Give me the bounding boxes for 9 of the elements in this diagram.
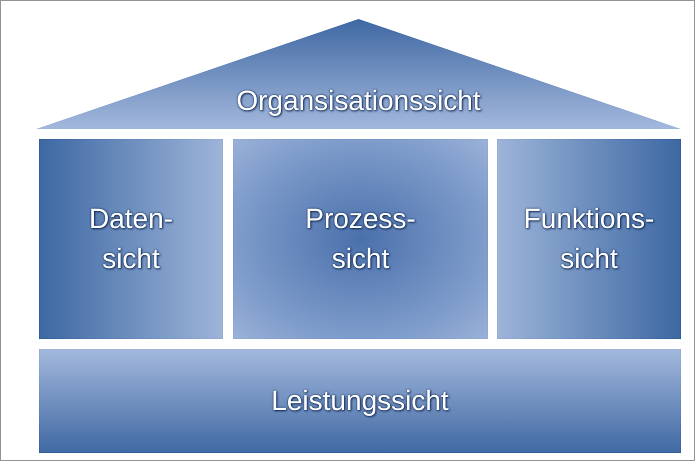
view-label: Leistungssicht [271, 384, 449, 418]
pillar-panel [233, 139, 488, 339]
pillar-panel [497, 139, 681, 339]
view-label: Organsisationssicht [236, 84, 481, 118]
pillar-panel [39, 139, 223, 339]
view-label: Funktions- sicht [522, 202, 656, 276]
view-label: Daten- sicht [88, 202, 174, 276]
base-band [39, 349, 681, 453]
view-label: Prozess- sicht [304, 202, 417, 276]
